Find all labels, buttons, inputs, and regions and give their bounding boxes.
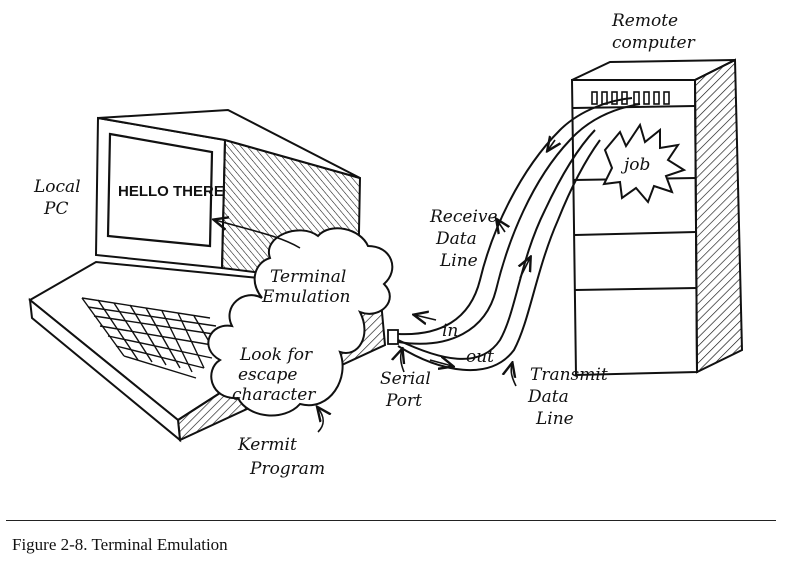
serial-port-label-line1: Serial [380,369,431,389]
job-label: job [620,155,650,175]
look-for-escape-label-line2: escape [238,365,297,385]
transmit-data-line [397,129,596,360]
keyboard [81,297,221,379]
arrow-to-screen [215,220,301,249]
kermit-program-label-line2: Program [249,459,325,479]
figure-caption: Figure 2-8. Terminal Emulation [12,535,228,554]
arrow-receive [497,220,505,232]
arrow-kermit [318,408,323,433]
arrow-serial [401,350,404,373]
in-label: in [442,321,458,341]
look-for-escape-label-line1: Look for [239,345,313,365]
look-for-escape-label-line3: character [232,385,316,405]
arrow-transmit-up [520,258,530,279]
terminal-emulation-label-line2: Emulation [261,287,351,307]
kermit-program-label-line1: Kermit [237,435,297,455]
terminal-emulation-label-line1: Terminal [270,267,346,287]
terminal-emulation-diagram: job Remote computer HELLO THERE Local PC… [28,11,744,479]
arrow-out [429,360,452,366]
receive-data-line-label-line3: Line [439,251,478,271]
local-pc-label-line2: PC [43,199,68,219]
receive-data-line-label-line1: Receive [429,207,498,227]
arrow-remote-in [548,140,555,150]
screen-text: HELLO THERE [118,183,224,200]
arrow-transmit [511,364,517,387]
job-burst [602,122,687,204]
caption-divider [6,520,776,521]
serial-port [387,329,399,345]
remote-computer-label-line2: computer [612,33,696,53]
transmit-data-line-label-line1: Transmit [530,365,608,385]
remote-computer-label-line1: Remote [611,11,678,31]
transmit-data-line-label-line2: Data [527,387,569,407]
transmit-data-line-label-line3: Line [535,409,574,429]
receive-data-line [397,97,633,336]
arrow-in [415,315,437,320]
local-pc-label-line1: Local [33,177,81,197]
serial-port-label-line2: Port [385,391,422,411]
kermit-cloud [207,227,394,417]
receive-data-line-label-line2: Data [435,229,477,249]
out-label: out [466,347,494,367]
